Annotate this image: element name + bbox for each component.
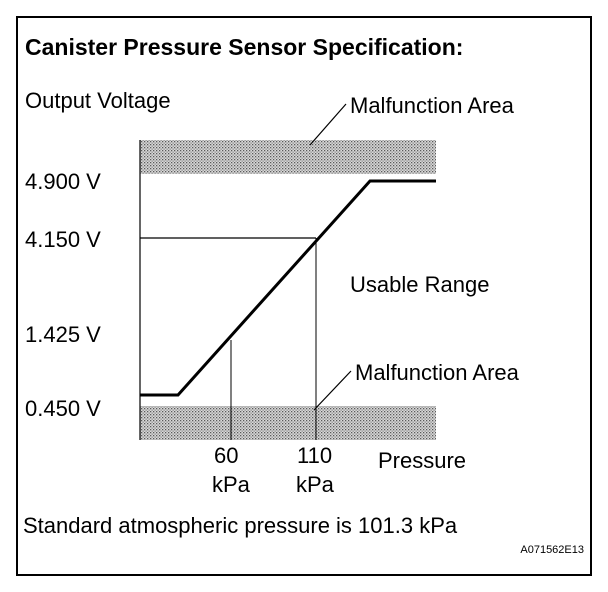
frame-border: [16, 16, 592, 576]
figure-code: A071562E13: [520, 544, 584, 556]
leader-line-upper: [309, 103, 347, 146]
voltage-label-4150: 4.150 V: [25, 227, 101, 252]
sensor-output-curve: [140, 179, 436, 397]
x-axis-label: Pressure: [378, 448, 466, 473]
malfunction-band-upper: [140, 140, 436, 174]
usable-range-label: Usable Range: [350, 272, 489, 297]
leader-line-lower: [313, 370, 352, 411]
malfunction-label-lower: Malfunction Area: [355, 360, 520, 385]
pressure-unit-110: kPa: [296, 472, 335, 497]
diagram-title: Canister Pressure Sensor Specification:: [25, 34, 463, 60]
malfunction-band-lower: [140, 406, 436, 440]
pressure-unit-60: kPa: [212, 472, 251, 497]
voltage-label-0450: 0.450 V: [25, 396, 101, 421]
pressure-value-60: 60: [214, 443, 238, 468]
y-axis-label: Output Voltage: [25, 88, 171, 113]
malfunction-label-upper: Malfunction Area: [350, 93, 515, 118]
voltage-label-4900: 4.900 V: [25, 169, 101, 194]
pressure-value-110: 110: [297, 443, 332, 468]
voltage-label-1425: 1.425 V: [25, 322, 101, 347]
atmospheric-pressure-note: Standard atmospheric pressure is 101.3 k…: [23, 513, 458, 538]
